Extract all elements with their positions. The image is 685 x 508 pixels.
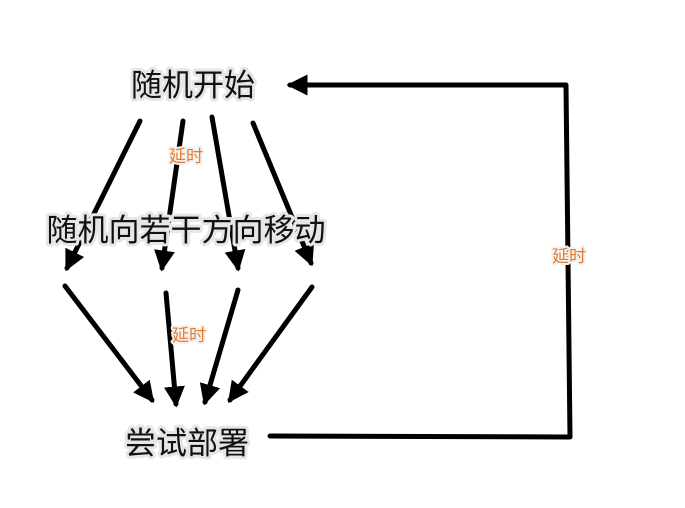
arrow-move-to-deploy-3	[199, 287, 241, 406]
arrow-start-to-move-3	[209, 114, 246, 272]
arrow-start-to-move-4	[250, 120, 315, 267]
arrow-loop-deploy-to-start	[267, 74, 573, 440]
arrow-move-to-deploy-4	[227, 284, 315, 403]
arrow-start-to-move-2	[154, 118, 186, 272]
delay-label-loop: 延时	[552, 247, 586, 267]
delay-label-middle: 延时	[172, 326, 206, 346]
node-random-move: 随机向若干方向移动	[47, 213, 326, 249]
node-try-deploy: 尝试部署	[125, 426, 249, 462]
delay-label-top: 延时	[169, 147, 203, 167]
arrow-move-to-deploy-2	[163, 290, 185, 408]
arrow-move-to-deploy-1	[62, 283, 155, 403]
node-random-start: 随机开始	[131, 68, 255, 104]
arrow-start-to-move-1	[64, 118, 143, 272]
